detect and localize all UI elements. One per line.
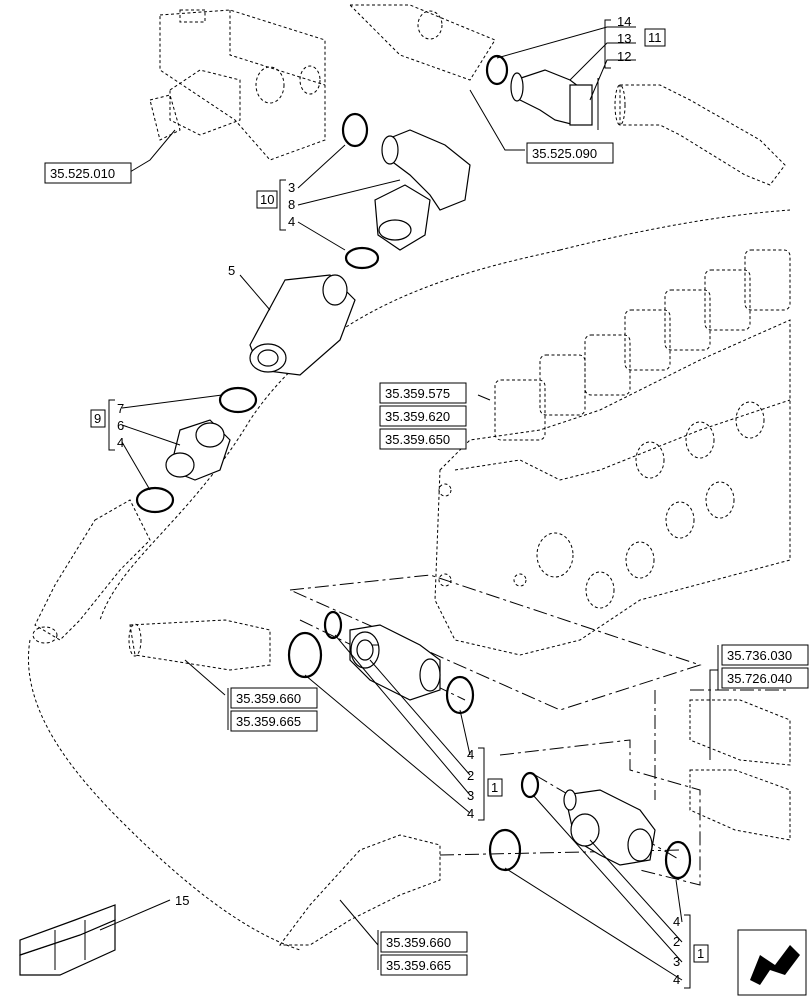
callout-7: 7 [117,401,124,416]
reference-label: 35.359.665 [236,714,301,729]
reference-label: 35.359.650 [385,432,450,447]
navigation-arrow-icon[interactable] [737,929,807,996]
callout-10: 10 [260,192,274,207]
callout-9: 9 [94,411,101,426]
hose-fitting-mid [128,619,271,671]
o-ring-g1-c [445,675,475,715]
callout-g2-2: 2 [673,934,680,949]
valve-block-top [149,4,496,161]
reference-label: 35.726.040 [727,671,792,686]
callout-6: 6 [117,418,124,433]
reference-label: 35.525.010 [50,166,115,181]
callout-g1-3: 3 [467,788,474,803]
reference-label: 35.359.665 [386,958,451,973]
callout-box-1-bottom[interactable]: 1 [693,944,709,963]
callouts: 14 13 12 11 10 3 8 4 5 9 7 6 4 4 2 3 4 1… [90,14,709,987]
callout-g1-box: 1 [491,780,498,795]
callout-3-top: 3 [288,180,295,195]
reference-label: 35.359.660 [236,691,301,706]
o-ring-4-mid [135,486,175,514]
reference-label: 35.359.575 [385,386,450,401]
callout-11: 11 [648,30,662,45]
hose-top-right [614,84,786,186]
callout-5: 5 [228,263,235,278]
o-ring-g2-a [488,828,522,872]
callout-g2-3: 3 [673,954,680,969]
callout-8: 8 [288,197,295,212]
o-ring-g1-b [323,610,343,640]
o-ring-3-top [341,112,369,148]
reference-box-35-359-620[interactable]: 35.359.620 [379,405,467,427]
o-ring-g1-a [287,631,323,679]
tee-fitting-2 [563,789,656,866]
adapter-6 [165,419,231,481]
callout-box-1-top[interactable]: 1 [487,778,503,797]
callout-15: 15 [175,893,189,908]
reference-box-35-359-650[interactable]: 35.359.650 [379,428,467,450]
callout-14: 14 [617,14,631,29]
callout-4-top: 4 [288,214,295,229]
tee-fitting-1 [349,624,441,701]
callout-g1-4a: 4 [467,747,474,762]
callout-box-11[interactable]: 11 [644,28,666,47]
callout-g2-box: 1 [697,946,704,961]
reference-box-35-525-010[interactable]: 35.525.010 [44,162,132,184]
reference-box-35-525-090[interactable]: 35.525.090 [526,142,614,164]
reference-box-35-359-665-top[interactable]: 35.359.665 [230,710,318,732]
adapter-5 [249,274,356,376]
callout-box-10[interactable]: 10 [256,190,278,209]
o-ring-g2-b [520,771,540,799]
callout-g1-2: 2 [467,768,474,783]
callout-g1-4b: 4 [467,806,474,821]
reference-box-35-359-575[interactable]: 35.359.575 [379,382,467,404]
hose-end-left [32,499,151,644]
reference-box-35-726-040[interactable]: 35.726.040 [721,667,809,689]
callout-13: 13 [617,31,631,46]
reference-label: 35.359.620 [385,409,450,424]
reference-label: 35.525.090 [532,146,597,161]
right-connectors [689,699,791,841]
leader-lines [99,26,718,981]
control-valve-bank [434,249,791,656]
phantom-outlines [28,209,791,951]
elbow-fitting-10 [374,129,471,251]
callout-box-9[interactable]: 9 [90,409,106,428]
callout-12: 12 [617,49,631,64]
reference-label: 35.359.660 [386,935,451,950]
crate-icon [19,904,116,976]
reference-box-35-359-660-bottom[interactable]: 35.359.660 [380,931,468,953]
callout-g2-4a: 4 [673,914,680,929]
o-ring-4-top [344,246,380,270]
callout-4-mid: 4 [117,435,124,450]
callout-g2-4b: 4 [673,972,680,987]
o-ring-14 [485,54,509,86]
o-ring-g2-c [664,840,692,880]
o-ring-7 [218,386,258,414]
brackets [108,19,719,989]
reference-label: 35.736.030 [727,648,792,663]
reference-box-35-736-030[interactable]: 35.736.030 [721,644,809,666]
hose-bottom [279,834,441,946]
reference-box-35-359-665-bottom[interactable]: 35.359.665 [380,954,468,976]
elbow-fitting-top [510,69,599,130]
reference-box-35-359-660-top[interactable]: 35.359.660 [230,687,318,709]
